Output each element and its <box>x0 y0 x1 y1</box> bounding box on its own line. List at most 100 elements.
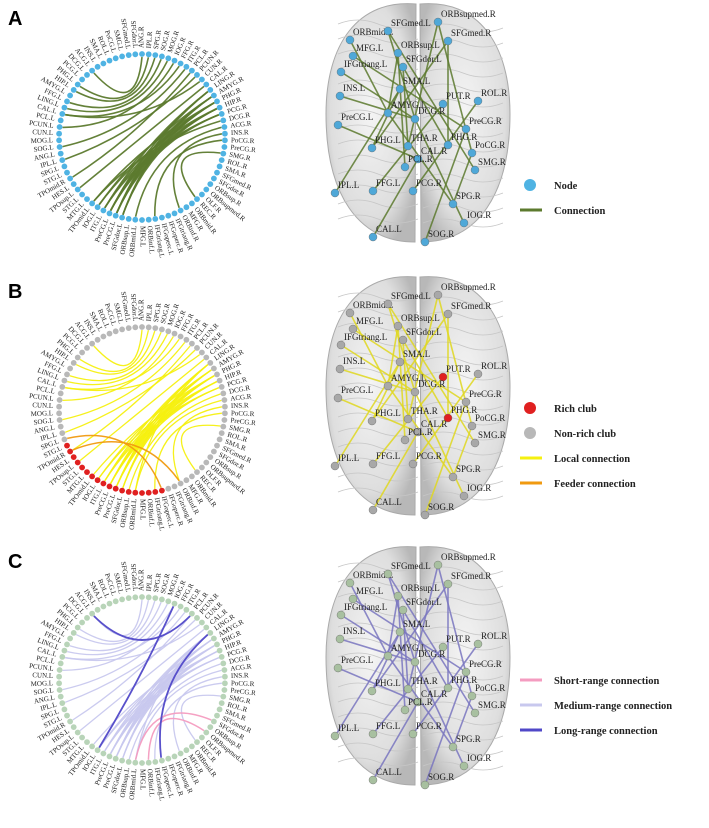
brain-region-label: SFGmed.R <box>451 301 491 311</box>
ring-node <box>194 196 200 203</box>
ring-node <box>125 325 132 331</box>
ring-node <box>70 630 77 636</box>
brain-region-label: CAL.R <box>421 689 447 699</box>
ring-node <box>89 67 95 74</box>
brain-connection <box>387 303 416 393</box>
brain-region-label: SMG.R <box>478 430 506 440</box>
brain-node <box>367 416 377 426</box>
gyrus-line <box>337 487 419 497</box>
gyrus-line <box>422 23 504 33</box>
ring-node <box>132 216 139 223</box>
ring-node <box>216 706 223 713</box>
brain-node <box>470 438 480 448</box>
ring-node <box>112 55 119 62</box>
connection-curve <box>65 338 180 390</box>
brain-region-label: PHG.R <box>451 675 477 685</box>
ring-node <box>211 92 217 99</box>
ring-node <box>84 196 90 203</box>
brain-node <box>367 686 377 696</box>
brain-node <box>473 639 483 649</box>
ring-node <box>214 371 220 378</box>
brain-node <box>448 742 458 752</box>
brain-region-label: CAL.L <box>376 224 402 234</box>
ring-node <box>211 175 217 182</box>
connection-curve <box>128 393 221 490</box>
brain-region-label: DCG.R <box>418 379 445 389</box>
ring-region-label: SPG.R <box>152 302 163 323</box>
gyrus-line <box>422 341 504 351</box>
brain-node <box>448 472 458 482</box>
ring-node <box>211 365 217 372</box>
brain-node <box>438 99 448 109</box>
brain-region-label: FFG.L <box>376 451 400 461</box>
ring-node <box>57 423 64 430</box>
connection-curve <box>93 329 143 367</box>
connection-curve <box>69 59 162 109</box>
brain-node <box>368 232 378 242</box>
ring-node <box>218 384 225 390</box>
connection-curve <box>122 381 218 488</box>
brain-region-label: IOG.R <box>467 753 491 763</box>
brain-node <box>461 124 471 134</box>
brain-view: ORBmid.LMFG.LIFGtriang.LORBsup.LSFGdor.L… <box>325 546 511 790</box>
brain-region-label: SFGmed.L <box>391 18 431 28</box>
brain-region-label: THA.R <box>411 676 438 686</box>
connection-curve <box>72 441 180 482</box>
connection-curve <box>67 60 169 113</box>
ring-node <box>59 111 66 117</box>
brain-node <box>438 372 448 382</box>
ring-node <box>194 72 200 78</box>
ring-node <box>218 111 225 117</box>
brain-node <box>443 683 453 693</box>
ring-node <box>199 76 205 83</box>
ring-node <box>100 480 107 487</box>
ring-node <box>56 124 63 130</box>
gyrus-line <box>337 94 419 104</box>
brain-connection <box>334 631 401 737</box>
ring-node <box>177 480 184 487</box>
brain-node <box>473 369 483 379</box>
ring-node <box>199 464 205 471</box>
ring-node <box>139 490 145 496</box>
brain-region-label: IFGtriang.L <box>344 59 387 69</box>
ring-node <box>214 641 220 648</box>
connection-curve <box>65 80 201 119</box>
ring-node <box>199 619 205 626</box>
brain-region-label: SPG.R <box>456 191 481 201</box>
brain-region-label: PreCG.R <box>469 389 502 399</box>
ring-region-label: MFG.L <box>138 499 146 520</box>
ring-node <box>119 487 125 494</box>
brain-region-label: SPG.R <box>456 464 481 474</box>
ring-node <box>199 349 205 356</box>
ring-node <box>125 759 132 765</box>
gyrus-line <box>422 566 504 576</box>
connection-curve <box>104 387 220 482</box>
ring-node <box>159 53 165 60</box>
gyrus-line <box>337 19 419 29</box>
ring-node <box>94 204 101 211</box>
ring-region-label: INS.R <box>231 128 249 137</box>
ring-node <box>189 473 195 480</box>
ring-region-label: ORBinf.L <box>146 768 156 797</box>
ring-node <box>221 144 228 150</box>
ring-node <box>56 137 62 144</box>
ring-node <box>145 324 152 331</box>
brain-region-label: SMG.R <box>478 700 506 710</box>
ring-region-label: SOG.L <box>33 416 54 426</box>
brain-region-label: ORBsup.L <box>401 583 440 593</box>
gyrus-line <box>422 731 504 741</box>
ring-node <box>89 743 95 750</box>
brain-node <box>398 335 408 345</box>
ring-node <box>152 216 159 222</box>
brain-region-label: CAL.R <box>421 146 447 156</box>
ring-node <box>119 214 125 221</box>
ring-node <box>207 454 214 460</box>
legend-label: Medium-range connection <box>554 701 672 712</box>
ring-node <box>74 354 81 361</box>
gyrus-line <box>422 641 504 651</box>
brain-region-label: SMG.R <box>478 157 506 167</box>
ring-node <box>145 594 152 601</box>
connection-curve <box>79 358 205 462</box>
